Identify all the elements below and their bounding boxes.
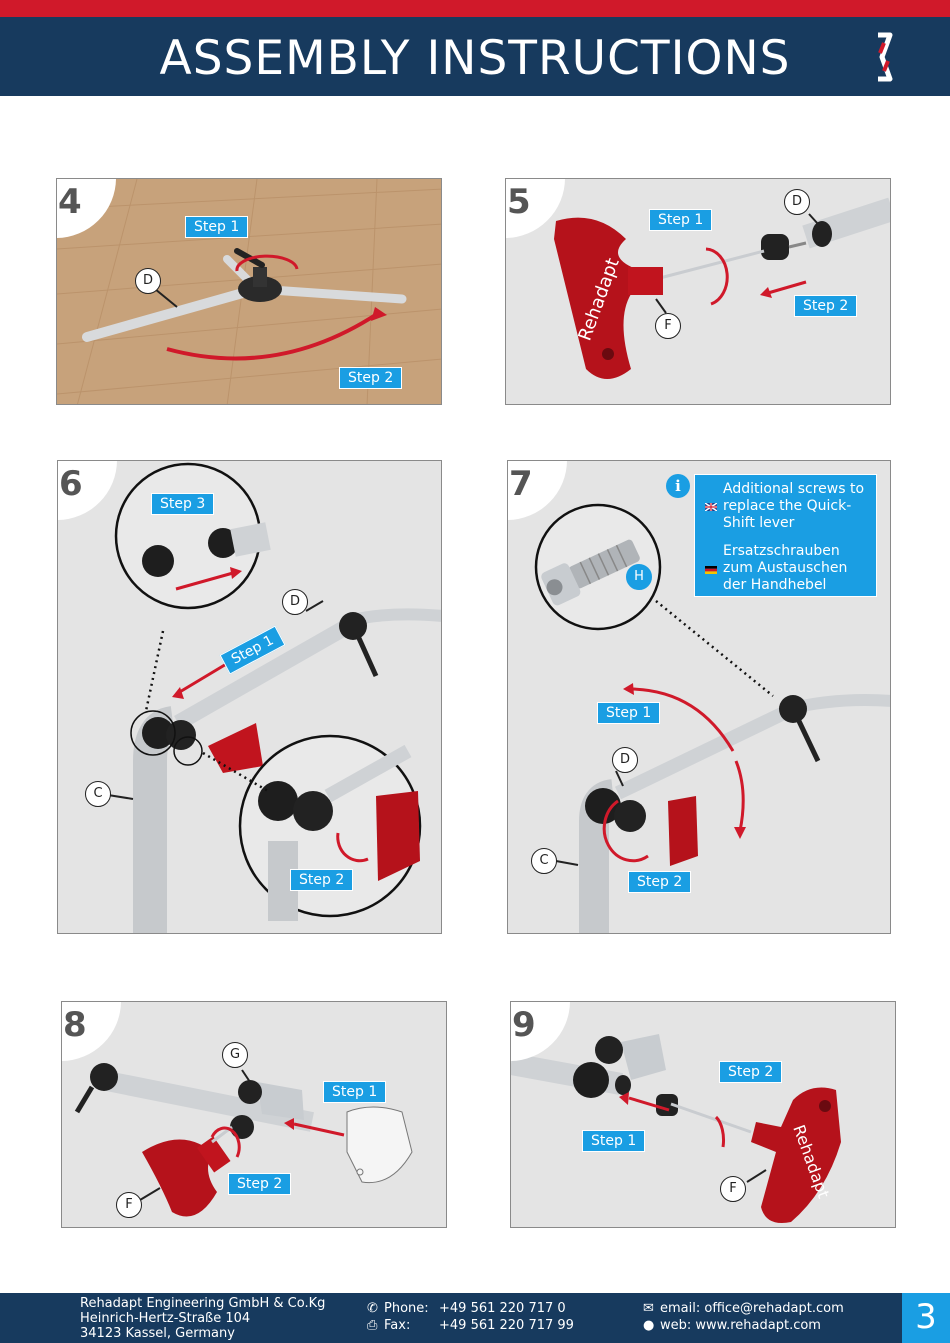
page-number: 3 [902,1293,950,1343]
company-address: Rehadapt Engineering GmbH & Co.Kg Heinri… [80,1296,325,1341]
step-3-label: Step 3 [151,493,215,515]
step-2-label: Step 2 [290,869,354,891]
step-2-label: Step 2 [339,367,403,389]
part-label-h: H [626,564,652,590]
part-label-g: G [222,1042,248,1068]
company-name: Rehadapt Engineering GmbH & Co.Kg [80,1296,326,1311]
company-street: Heinrich-Hertz-Straße 104 [80,1311,251,1326]
web-label: web: [660,1318,692,1333]
phone-number: +49 561 220 717 0 [439,1301,566,1316]
part-label-f: F [720,1176,746,1202]
page-title: ASSEMBLY INSTRUCTIONS [159,31,791,86]
step-number: 5 [506,179,565,238]
header-bar: ASSEMBLY INSTRUCTIONS [0,17,950,96]
final-fastening-illustration [511,1002,895,1227]
panel-step-9: Rehadapt 9 Step 2 Step 1 F [510,1001,896,1228]
step-1-label: Step 1 [323,1081,387,1103]
company-city: 34123 Kassel, Germany [80,1326,235,1341]
header-red-stripe [0,0,950,17]
rehadapt-logo-icon [878,32,893,82]
phone-row: ✆ Phone: +49 561 220 717 0 [367,1301,566,1316]
part-label-d: D [784,189,810,215]
footer: Rehadapt Engineering GmbH & Co.Kg Heinri… [0,1293,950,1343]
fax-label: Fax: [384,1318,411,1333]
step-1-label: Step 1 [185,216,249,238]
fax-row: ⎙ Fax: +49 561 220 717 99 [367,1318,574,1333]
info-text-english: Additional screws to replace the Quick-S… [723,481,865,531]
web-row: ● web: www.rehadapt.com [643,1318,821,1333]
info-text-german: Ersatzschrauben zum Austauschen der Hand… [723,543,848,593]
email-label: email: [660,1301,701,1316]
globe-icon: ● [643,1318,655,1333]
web-address[interactable]: www.rehadapt.com [695,1318,821,1333]
step-1-label: Step 1 [649,209,713,231]
uk-flag-icon [705,503,717,511]
part-label-c: C [531,848,557,874]
info-box: Additional screws to replace the Quick-S… [694,474,877,597]
email-address[interactable]: office@rehadapt.com [704,1301,844,1316]
info-icon: i [666,474,690,498]
part-label-d: D [612,747,638,773]
panel-step-7: i Additional screws to replace the Quick… [507,460,891,934]
floor-tripod-illustration [57,179,441,404]
step-1-label: Step 1 [597,702,661,724]
step-2-label: Step 2 [794,295,858,317]
step-1-label: Step 1 [582,1130,646,1152]
envelope-icon: ✉ [643,1301,654,1316]
step-2-label: Step 2 [719,1061,783,1083]
panel-step-4: 4 Step 1 Step 2 D [56,178,442,405]
panel-step-5: Rehadapt 5 Step 1 Step 2 D F [505,178,891,405]
email-row: ✉ email: office@rehadapt.com [643,1301,844,1316]
angle-joint-illustration [58,461,441,933]
part-label-d: D [135,268,161,294]
fax-number: +49 561 220 717 99 [439,1318,574,1333]
phone-icon: ✆ [367,1301,378,1316]
part-label-c: C [85,781,111,807]
german-flag-icon [705,566,717,574]
part-label-f: F [655,313,681,339]
part-label-f: F [116,1192,142,1218]
panel-step-8: 8 Step 1 Step 2 G F [61,1001,447,1228]
step-2-label: Step 2 [228,1173,292,1195]
step-2-label: Step 2 [628,871,692,893]
fax-icon: ⎙ [367,1318,378,1333]
panel-step-6: 6 Step 3 Step 1 Step 2 D C [57,460,442,934]
mounting-adapter-illustration [62,1002,446,1227]
part-label-d: D [282,589,308,615]
phone-label: Phone: [384,1301,429,1316]
